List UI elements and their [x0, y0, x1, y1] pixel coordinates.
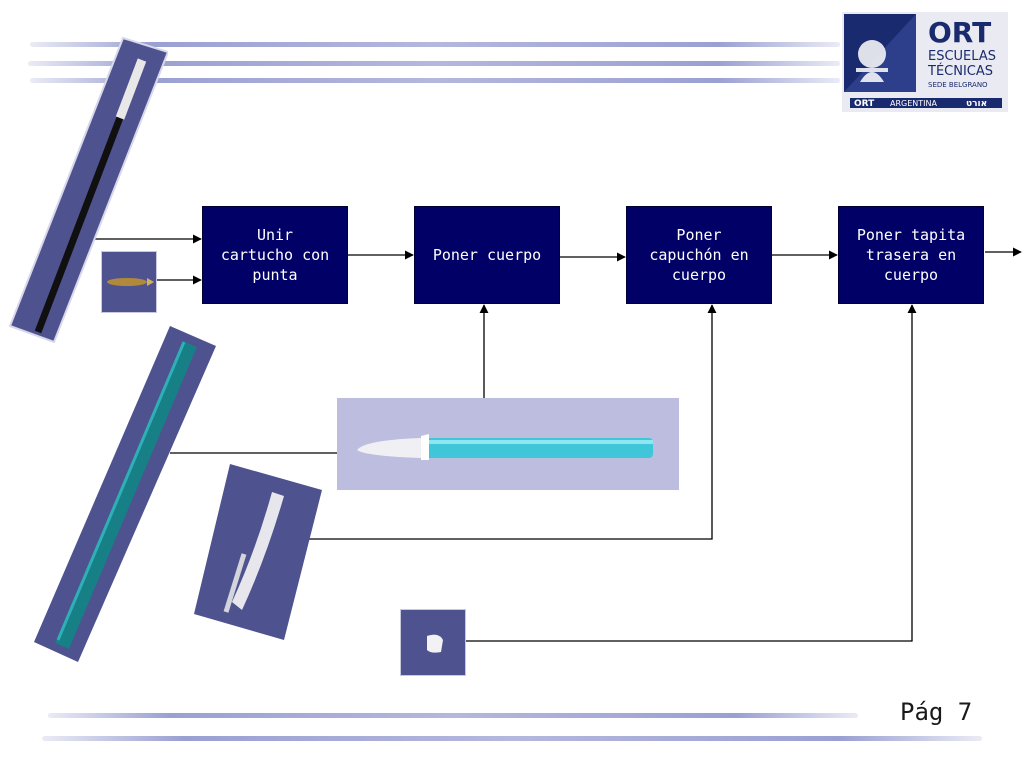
header-stripe-1 — [30, 42, 840, 47]
footer-stripe-1 — [48, 713, 858, 718]
step-poner-capuchon: Poner capuchón en cuerpo — [626, 206, 772, 304]
cartridge-photo — [8, 36, 168, 344]
footer-stripe-2 — [42, 736, 982, 741]
logo-footer-mid: ARGENTINA — [890, 99, 938, 108]
cap-photo — [192, 462, 322, 642]
logo-footer-right: אורט — [966, 99, 987, 109]
step-unir-cartucho: Unir cartucho con punta — [202, 206, 348, 304]
logo-line2: TÉCNICAS — [927, 63, 993, 79]
step-poner-tapita: Poner tapita trasera en cuerpo — [838, 206, 984, 304]
arrow-cap-to-capuchon — [305, 304, 717, 540]
barrel-photo — [32, 324, 216, 664]
page-number: Pág 7 — [900, 698, 973, 726]
end-plug-photo — [400, 609, 466, 676]
arrow-plug-to-tapita — [463, 304, 917, 642]
header-stripe-3 — [30, 78, 840, 83]
logo-brand: ORT — [928, 16, 991, 49]
ort-logo: ORT ESCUELAS TÉCNICAS SEDE BELGRANO ORT … — [842, 12, 1008, 112]
tip-photo — [101, 251, 157, 313]
logo-footer-left: ORT — [854, 99, 875, 109]
logo-line3: SEDE BELGRANO — [928, 81, 988, 89]
pen-body-photo — [337, 398, 679, 490]
header-stripe-2 — [28, 61, 840, 66]
logo-line1: ESCUELAS — [928, 49, 996, 64]
step-poner-cuerpo: Poner cuerpo — [414, 206, 560, 304]
